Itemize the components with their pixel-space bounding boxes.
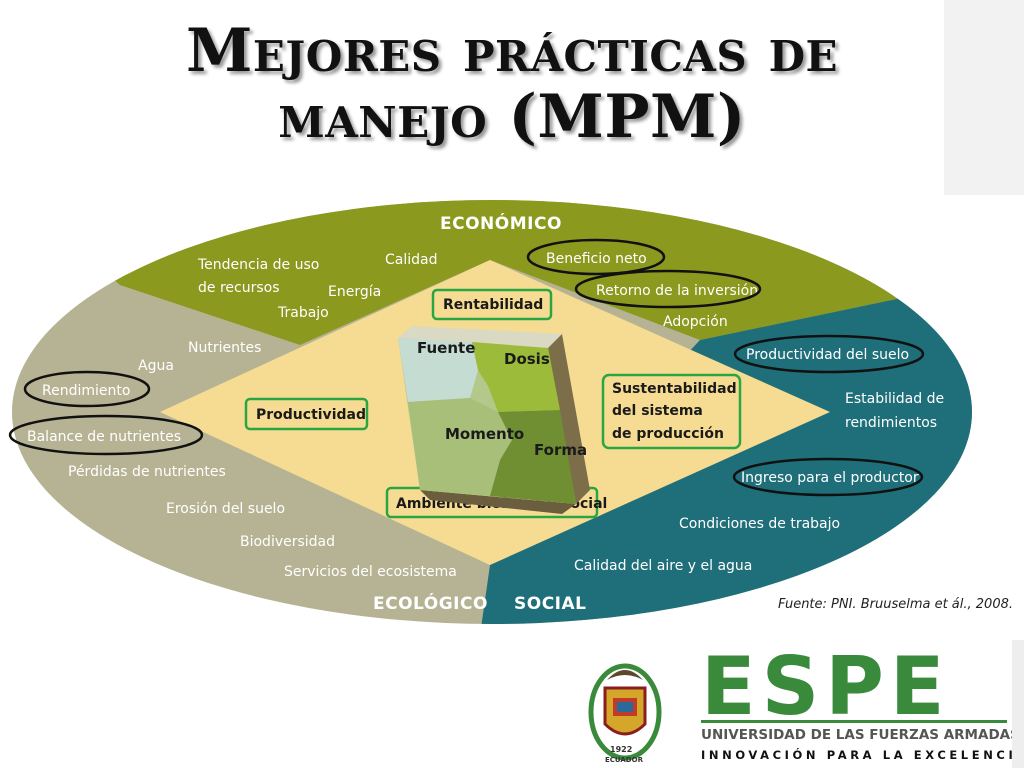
highlight-ingreso-productor: [732, 457, 924, 497]
source-citation: Fuente: PNI. Bruuselma et ál., 2008.: [778, 597, 1014, 612]
piece-momento: [408, 398, 512, 496]
highlight-beneficio-neto: [526, 238, 666, 276]
economico-title: ECONÓMICO: [440, 212, 562, 234]
crest-year: 1922: [610, 745, 632, 754]
puzzle-cube: [398, 326, 590, 514]
social-item: Ingreso para el productor: [741, 470, 919, 486]
espe-crest-icon: [588, 663, 662, 761]
puzzle-forma-label: Forma: [534, 441, 587, 459]
title-line-2: manejo (MPM): [278, 82, 746, 152]
social-item: Estabilidad de: [845, 391, 944, 407]
ecologico-item: Agua: [138, 358, 174, 374]
puzzle-dosis-label: Dosis: [504, 350, 550, 368]
piece-forma: [490, 410, 576, 504]
corner-decoration: [944, 0, 1024, 195]
logo-rule: [701, 720, 1007, 723]
ecologico-item: Servicios del ecosistema: [284, 564, 457, 580]
espe-logo: 1922 ECUADOR ESPE UNIVERSIDAD DE LAS FUE…: [577, 640, 1012, 768]
highlight-balance-nutrientes: [8, 414, 204, 456]
mpm-diagram: ECONÓMICO Tendencia de uso de recursos C…: [8, 200, 972, 624]
social-item: Productividad del suelo: [746, 347, 909, 363]
university-slogan: INNOVACIÓN PARA LA EXCELENCIA: [701, 747, 1012, 762]
box-productividad: [244, 397, 369, 431]
social-item: rendimientos: [845, 415, 937, 431]
puzzle-momento-label: Momento: [445, 425, 524, 443]
economico-item: Beneficio neto: [546, 251, 647, 267]
economico-item: Tendencia de uso: [197, 257, 319, 273]
cube-bottom-face: [420, 490, 576, 514]
sustentabilidad-label-3: de producción: [612, 426, 724, 442]
social-title: SOCIAL: [514, 594, 587, 614]
sustentabilidad-label-2: del sistema: [612, 403, 703, 419]
piece-fuente: [398, 338, 478, 402]
ecologico-item: Erosión del suelo: [166, 501, 285, 517]
economico-item: de recursos: [198, 280, 280, 296]
ecologico-item: Rendimiento: [42, 383, 130, 399]
economico-item: Trabajo: [277, 305, 329, 321]
page-title: Mejores prácticas de manejo (MPM): [0, 18, 1024, 150]
university-name: UNIVERSIDAD DE LAS FUERZAS ARMADAS: [701, 727, 1012, 743]
ecologico-item: Balance de nutrientes: [27, 429, 181, 445]
ecologico-title: ECOLÓGICO: [373, 592, 488, 614]
highlight-rendimiento: [23, 370, 151, 408]
crest-country: ECUADOR: [605, 756, 644, 764]
economico-item: Retorno de la inversión: [596, 283, 758, 299]
ecologico-item: Pérdidas de nutrientes: [68, 464, 226, 480]
ecologico-item: Biodiversidad: [240, 534, 335, 550]
highlight-productividad-suelo: [733, 334, 925, 374]
rentabilidad-label: Rentabilidad: [443, 297, 543, 313]
cube-side-face: [548, 334, 590, 504]
productividad-label: Productividad: [256, 407, 366, 423]
piece-dosis: [472, 342, 560, 412]
economico-item: Energía: [328, 284, 381, 300]
highlight-retorno-inversion: [574, 269, 762, 309]
espe-wordmark: ESPE: [701, 640, 951, 733]
social-item: Condiciones de trabajo: [679, 516, 840, 532]
social-item: Calidad del aire y el agua: [574, 558, 752, 574]
economico-item: Calidad: [385, 252, 438, 268]
ecologico-item: Nutrientes: [188, 340, 261, 356]
puzzle-fuente-label: Fuente: [417, 339, 475, 357]
box-rentabilidad: [431, 288, 553, 321]
box-sustentabilidad: [601, 373, 742, 450]
cube-top-face: [398, 326, 562, 348]
economico-item: Adopción: [663, 314, 728, 330]
title-line-1: Mejores prácticas de: [185, 16, 839, 86]
sustentabilidad-label-1: Sustentabilidad: [612, 381, 737, 397]
